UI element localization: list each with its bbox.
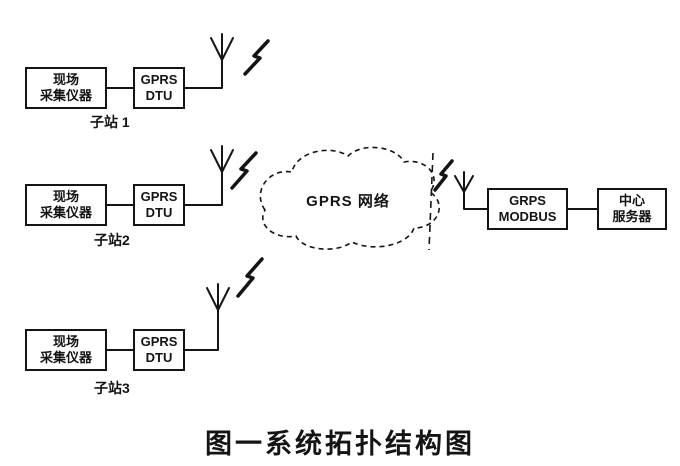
- center-antenna-icon: [454, 171, 488, 210]
- substation-2-radio-wave-icon: [230, 151, 258, 190]
- substation-2-device-box: 现场 采集仪器: [25, 184, 107, 226]
- substation-1-device-box: 现场 采集仪器: [25, 67, 107, 109]
- center-modbus-box: GRPS MODBUS: [487, 188, 568, 230]
- substation-3-antenna-icon: [184, 283, 230, 351]
- substation-2-antenna-icon: [184, 145, 234, 206]
- center-radio-wave-icon: [433, 159, 454, 192]
- figure-caption: 图一系统拓扑结构图: [205, 429, 475, 459]
- center-server-box: 中心 服务器: [597, 188, 667, 230]
- substation-3-device-box: 现场 采集仪器: [25, 329, 107, 371]
- substation-1-label: 子站 1: [90, 114, 130, 130]
- substation-3-label: 子站3: [94, 380, 130, 396]
- substation-2-dtu-box: GPRS DTU: [133, 184, 185, 226]
- substation-1-antenna-icon: [184, 33, 234, 89]
- substation-3-radio-wave-icon: [236, 257, 264, 298]
- substation-3-dtu-box: GPRS DTU: [133, 329, 185, 371]
- boundary-dashed-line: [428, 152, 434, 251]
- substation-1-dtu-box: GPRS DTU: [133, 67, 185, 109]
- gprs-network-label: GPRS 网络: [306, 193, 390, 210]
- radio-wave-icons: [230, 39, 454, 298]
- substation-2-label: 子站2: [94, 232, 130, 248]
- substation-1-radio-wave-icon: [243, 39, 270, 76]
